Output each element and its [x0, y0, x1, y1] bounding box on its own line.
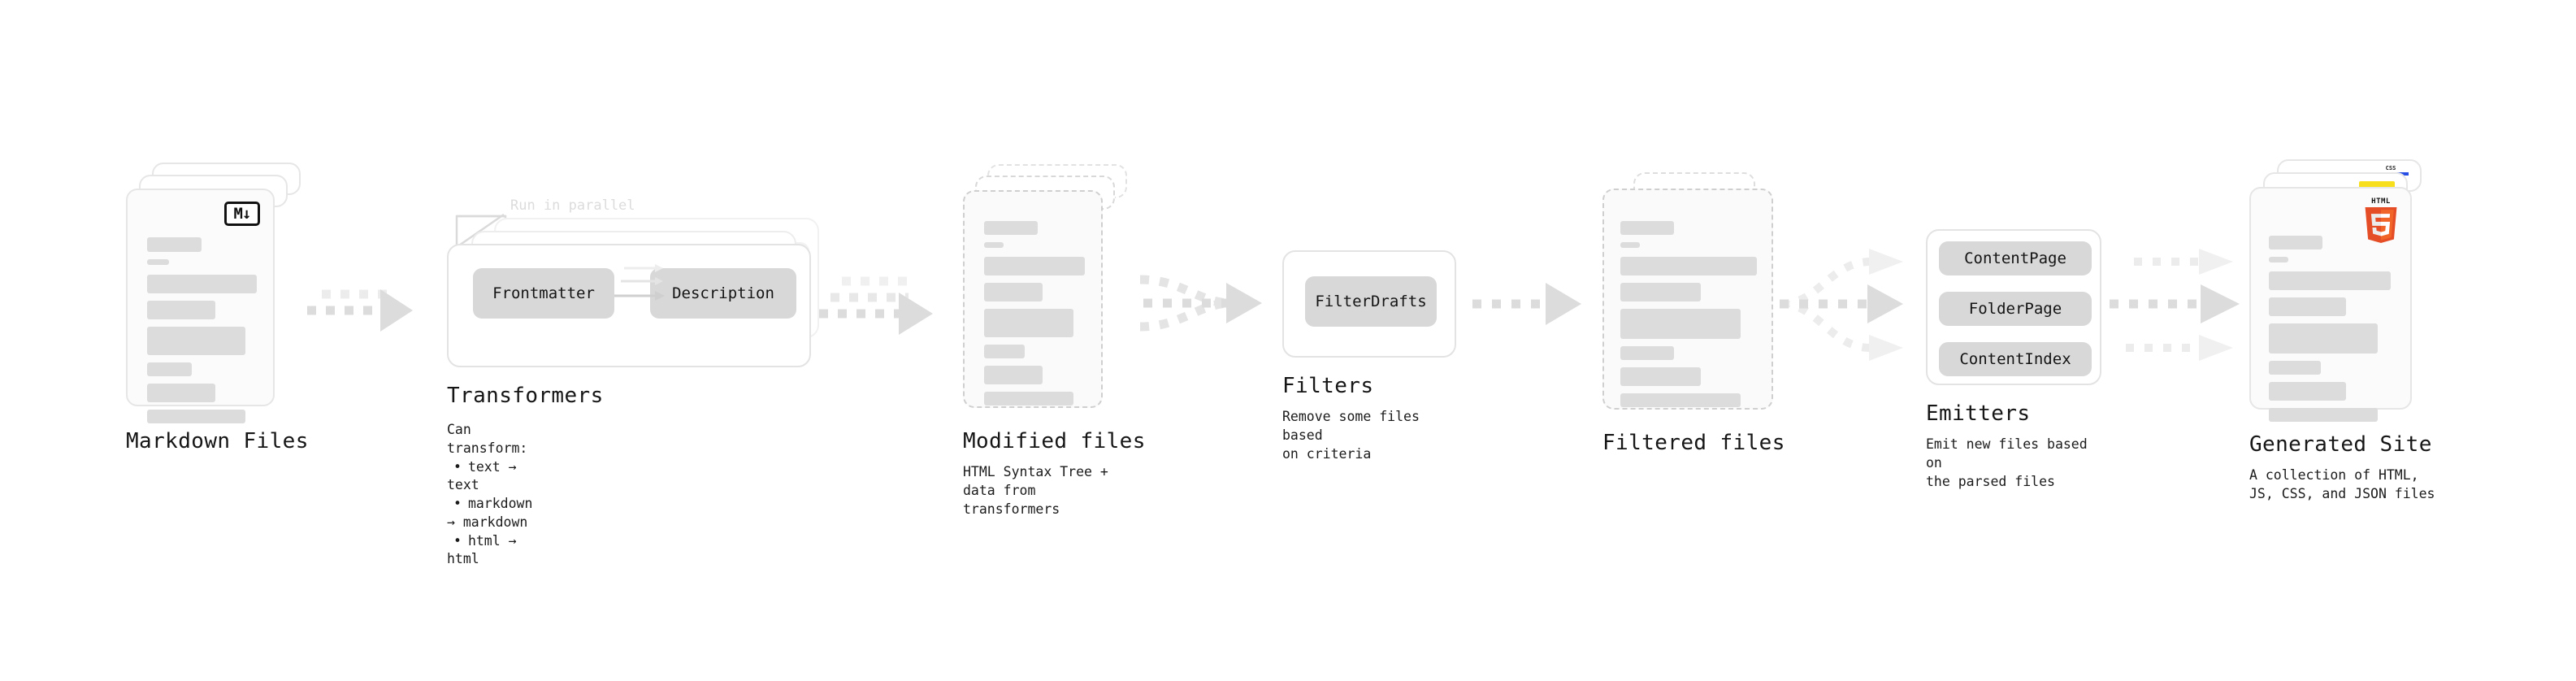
arrow-emitters-to-generated	[2110, 249, 2240, 361]
arrow-filtered-to-emitters	[1780, 249, 1903, 361]
transformer-inner-arrows	[614, 264, 665, 301]
emitter-node-contentindex-label: ContentIndex	[1959, 350, 2071, 368]
transformer-node-frontmatter[interactable]: Frontmatter	[473, 268, 614, 319]
emitter-node-folderpage[interactable]: FolderPage	[1939, 292, 2092, 326]
generated-file-front: HTML	[2249, 187, 2412, 422]
markdown-file-front: M↓	[126, 189, 275, 423]
stage-markdown-files: M↓ Markdown Files	[126, 163, 308, 453]
filtered-file-front	[1602, 189, 1773, 410]
skeleton-content	[984, 221, 1085, 413]
transformer-node-description[interactable]: Description	[650, 268, 796, 319]
transformers-description: Can transform: text → text markdown → ma…	[447, 421, 532, 569]
generated-description: A collection of HTML, JS, CSS, and JSON …	[2249, 467, 2435, 501]
modified-description: HTML Syntax Tree + data from transformer…	[963, 464, 1108, 517]
emitter-node-contentpage-label: ContentPage	[1964, 249, 2066, 267]
stage-filtered-files: Filtered files	[1602, 164, 1785, 455]
stage-title-transformers: Transformers	[447, 384, 604, 408]
parallel-note: Run in parallel	[510, 197, 635, 214]
stage-emitters: ContentPage FolderPage ContentIndex Emit…	[1926, 229, 2101, 489]
stage-title-filters: Filters	[1282, 374, 1374, 398]
stage-title-filtered: Filtered files	[1602, 431, 1785, 455]
emitters-description: Emit new files based on the parsed files	[1926, 436, 2088, 489]
html5-shield	[2365, 207, 2397, 243]
html5-icon: HTML	[2363, 198, 2399, 244]
stage-modified-files: Modified files HTML Syntax Tree + data f…	[963, 164, 1145, 517]
emitter-node-folderpage-label: FolderPage	[1968, 300, 2062, 318]
stage-title-markdown: Markdown Files	[126, 429, 309, 453]
stage-title-modified: Modified files	[963, 429, 1146, 453]
markdown-icon-label: M↓	[224, 202, 260, 226]
html5-icon-label: HTML	[2371, 197, 2391, 206]
arrow-markdown-to-transformers	[307, 289, 413, 332]
transformers-lead: Can transform:	[447, 422, 528, 456]
filter-node-filterdrafts-label: FilterDrafts	[1315, 293, 1427, 310]
stage-generated-site: CSS HTML	[2249, 159, 2436, 501]
emitters-box: ContentPage FolderPage ContentIndex	[1926, 229, 2101, 385]
skeleton-content	[147, 237, 257, 431]
transformer-node-description-label: Description	[672, 284, 774, 302]
arrow-transformers-to-modified	[819, 276, 933, 335]
emitter-node-contentpage[interactable]: ContentPage	[1939, 241, 2092, 275]
stage-title-generated: Generated Site	[2249, 432, 2432, 457]
stage-title-emitters: Emitters	[1926, 401, 2031, 426]
css-icon-label: CSS	[2385, 165, 2396, 171]
filters-box: FilterDrafts	[1282, 250, 1456, 358]
transformers-bullet-1: markdown → markdown	[447, 495, 532, 532]
filters-description: Remove some files based on criteria	[1282, 409, 1420, 462]
filter-node-filterdrafts[interactable]: FilterDrafts	[1305, 276, 1437, 327]
transformers-bullet-2: html → html	[447, 532, 532, 570]
transformer-box-front: Frontmatter Description	[447, 244, 811, 367]
arrow-modified-to-filters	[1139, 275, 1262, 332]
stage-filters: FilterDrafts Filters Remove some files b…	[1282, 250, 1456, 462]
transformers-bullet-0: text → text	[447, 458, 532, 496]
transformer-node-frontmatter-label: Frontmatter	[492, 284, 595, 302]
markdown-icon: M↓	[224, 202, 260, 226]
emitter-node-contentindex[interactable]: ContentIndex	[1939, 342, 2092, 376]
skeleton-content	[1620, 221, 1757, 414]
modified-file-front	[963, 190, 1103, 408]
arrow-filters-to-filtered	[1472, 283, 1581, 325]
skeleton-content	[2269, 236, 2392, 429]
